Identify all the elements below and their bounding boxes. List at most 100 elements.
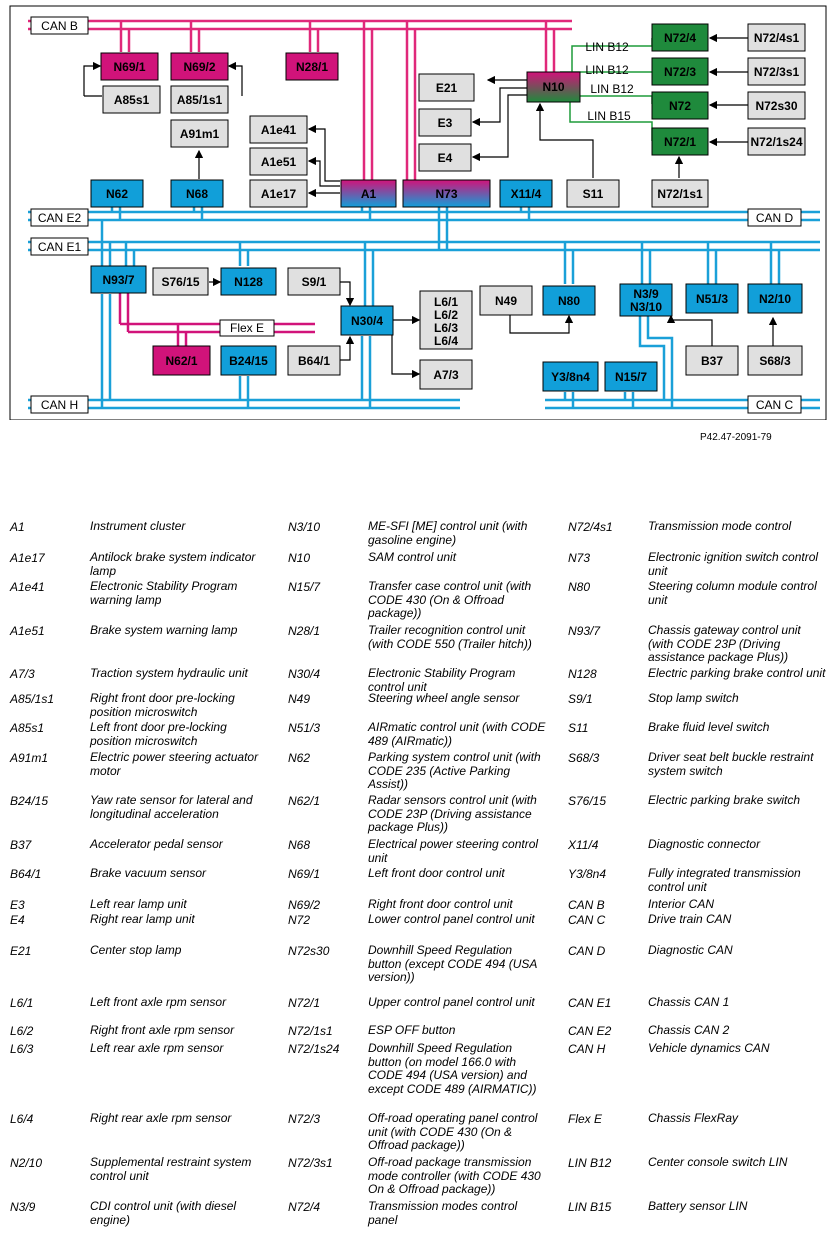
legend-code: A7/3 — [10, 667, 35, 681]
legend-description: Parking system control unit (with CODE 2… — [368, 750, 541, 791]
legend-description: AIRmatic control unit (with CODE 489 (AI… — [368, 720, 546, 748]
legend-code: N3/9 — [10, 1200, 36, 1214]
legend-code: N68 — [288, 838, 311, 852]
module-b37: B37 — [685, 345, 739, 376]
legend-description: CDI control unit (with diesel engine) — [90, 1199, 237, 1227]
module-n30-4: N30/4 — [340, 305, 394, 336]
module-n51-3: N51/3 — [685, 283, 739, 314]
legend-code: A1e17 — [10, 551, 45, 565]
legend-description: Stop lamp switch — [648, 691, 739, 705]
module-a1e51: A1e51 — [249, 147, 308, 176]
svg-text:N72/3: N72/3 — [664, 65, 696, 79]
legend-description: Antilock brake system indicator lamp — [90, 550, 256, 578]
legend-code: N62/1 — [288, 794, 321, 808]
svg-text:E21: E21 — [436, 81, 458, 95]
legend-description: ME-SFI [ME] control unit (with gasoline … — [368, 519, 528, 547]
legend-description: Upper control panel control unit — [368, 995, 535, 1009]
svg-text:A1e17: A1e17 — [261, 187, 297, 201]
legend-code: N3/10 — [288, 520, 321, 534]
module-n62: N62 — [90, 179, 144, 208]
legend-description: Brake vacuum sensor — [90, 866, 207, 880]
legend-description: Transmission modes control panel — [368, 1199, 518, 1227]
can-e1-bus — [28, 240, 820, 252]
legend-code: E4 — [10, 913, 25, 927]
svg-text:N80: N80 — [558, 294, 580, 308]
svg-text:N28/1: N28/1 — [296, 60, 328, 74]
module-n2-10: N2/10 — [747, 283, 803, 314]
bus-label-can-h: CAN H — [30, 395, 89, 414]
legend-description: Trailer recognition control unit (with C… — [368, 623, 532, 651]
legend-description: Electrical power steering control unit — [368, 837, 539, 865]
legend-description: Left front axle rpm sensor — [90, 995, 227, 1009]
svg-text:B64/1: B64/1 — [298, 354, 330, 368]
module-e21: E21 — [418, 73, 475, 102]
legend-description: Electronic ignition switch control unit — [648, 550, 819, 578]
svg-text:N93/7: N93/7 — [102, 273, 134, 287]
legend-code: LIN B15 — [568, 1200, 612, 1214]
svg-text:S76/15: S76/15 — [161, 275, 199, 289]
svg-text:Y3/8n4: Y3/8n4 — [551, 370, 590, 384]
legend-code: S76/15 — [568, 794, 607, 808]
legend-description: Left front door pre-locking position mic… — [90, 720, 227, 748]
legend-code: N128 — [568, 667, 597, 681]
legend-code: CAN H — [568, 1042, 606, 1056]
legend-code: N72/1s1 — [288, 1024, 333, 1038]
legend-code: A1e51 — [10, 624, 45, 638]
svg-text:N69/1: N69/1 — [113, 60, 145, 74]
bus-label-can-e1: CAN E1 — [30, 237, 89, 256]
legend-description: Right rear axle rpm sensor — [90, 1111, 232, 1125]
svg-text:CAN H: CAN H — [41, 398, 78, 412]
legend-description: Downhill Speed Regulation button (on mod… — [368, 1041, 537, 1096]
legend-description: Off-road operating panel control unit (w… — [368, 1111, 538, 1152]
legend-code: N28/1 — [288, 624, 321, 638]
legend-code: N72s30 — [288, 944, 330, 958]
svg-text:N72s30: N72s30 — [755, 99, 797, 113]
legend-code: A85s1 — [10, 721, 45, 735]
legend-code: B24/15 — [10, 794, 49, 808]
legend-code: N73 — [568, 551, 591, 565]
svg-text:A85s1: A85s1 — [114, 93, 150, 107]
legend-description: Diagnostic connector — [648, 837, 761, 851]
svg-text:N15/7: N15/7 — [615, 370, 647, 384]
legend-code: N62 — [288, 751, 311, 765]
legend-description: Left front door control unit — [368, 866, 505, 880]
flex-e-bus — [118, 290, 315, 346]
svg-text:N51/3: N51/3 — [696, 292, 728, 306]
legend-description: Right front door control unit — [368, 897, 513, 911]
legend-code: N80 — [568, 580, 591, 594]
module-s11: S11 — [566, 179, 620, 208]
module-n72-3s1: N72/3s1 — [747, 57, 806, 86]
legend-description: Right front axle rpm sensor — [90, 1023, 235, 1037]
svg-text:N72/3s1: N72/3s1 — [754, 65, 800, 79]
svg-text:L6/3: L6/3 — [434, 321, 458, 335]
legend-code: L6/4 — [10, 1112, 34, 1126]
legend-code: Y3/8n4 — [568, 867, 607, 881]
legend-code: E3 — [10, 898, 25, 912]
module-n10: N10 — [526, 71, 581, 103]
legend-code: N72/3 — [288, 1112, 321, 1126]
svg-text:A91m1: A91m1 — [180, 127, 220, 141]
module-n93-7: N93/7 — [90, 265, 147, 294]
legend-description: Drive train CAN — [648, 912, 732, 926]
lin-label-2: LIN B12 — [585, 63, 629, 77]
legend-code: CAN D — [568, 944, 606, 958]
legend-description: Yaw rate sensor for lateral and longitud… — [90, 793, 253, 821]
svg-text:E4: E4 — [438, 151, 453, 165]
can-e2-bus — [28, 210, 820, 222]
legend-code: A85/1s1 — [10, 692, 55, 706]
svg-text:N49: N49 — [495, 294, 517, 308]
legend-code: S68/3 — [568, 751, 600, 765]
module-n49: N49 — [479, 285, 533, 316]
svg-text:L6/1: L6/1 — [434, 295, 458, 309]
svg-text:B24/15: B24/15 — [229, 354, 268, 368]
module-s68-3: S68/3 — [747, 345, 803, 376]
can-h-bus — [28, 398, 460, 410]
legend-description: Electric parking brake switch — [648, 793, 801, 807]
legend-code: N72/4 — [288, 1200, 321, 1214]
legend-code: N93/7 — [568, 624, 601, 638]
legend-code: N72/1s24 — [288, 1042, 340, 1056]
module-b64-1: B64/1 — [287, 345, 341, 376]
module-n72-1s24: N72/1s24 — [747, 127, 806, 156]
legend-code: N30/4 — [288, 667, 321, 681]
module-l6: L6/1L6/2L6/3L6/4 — [419, 290, 473, 350]
